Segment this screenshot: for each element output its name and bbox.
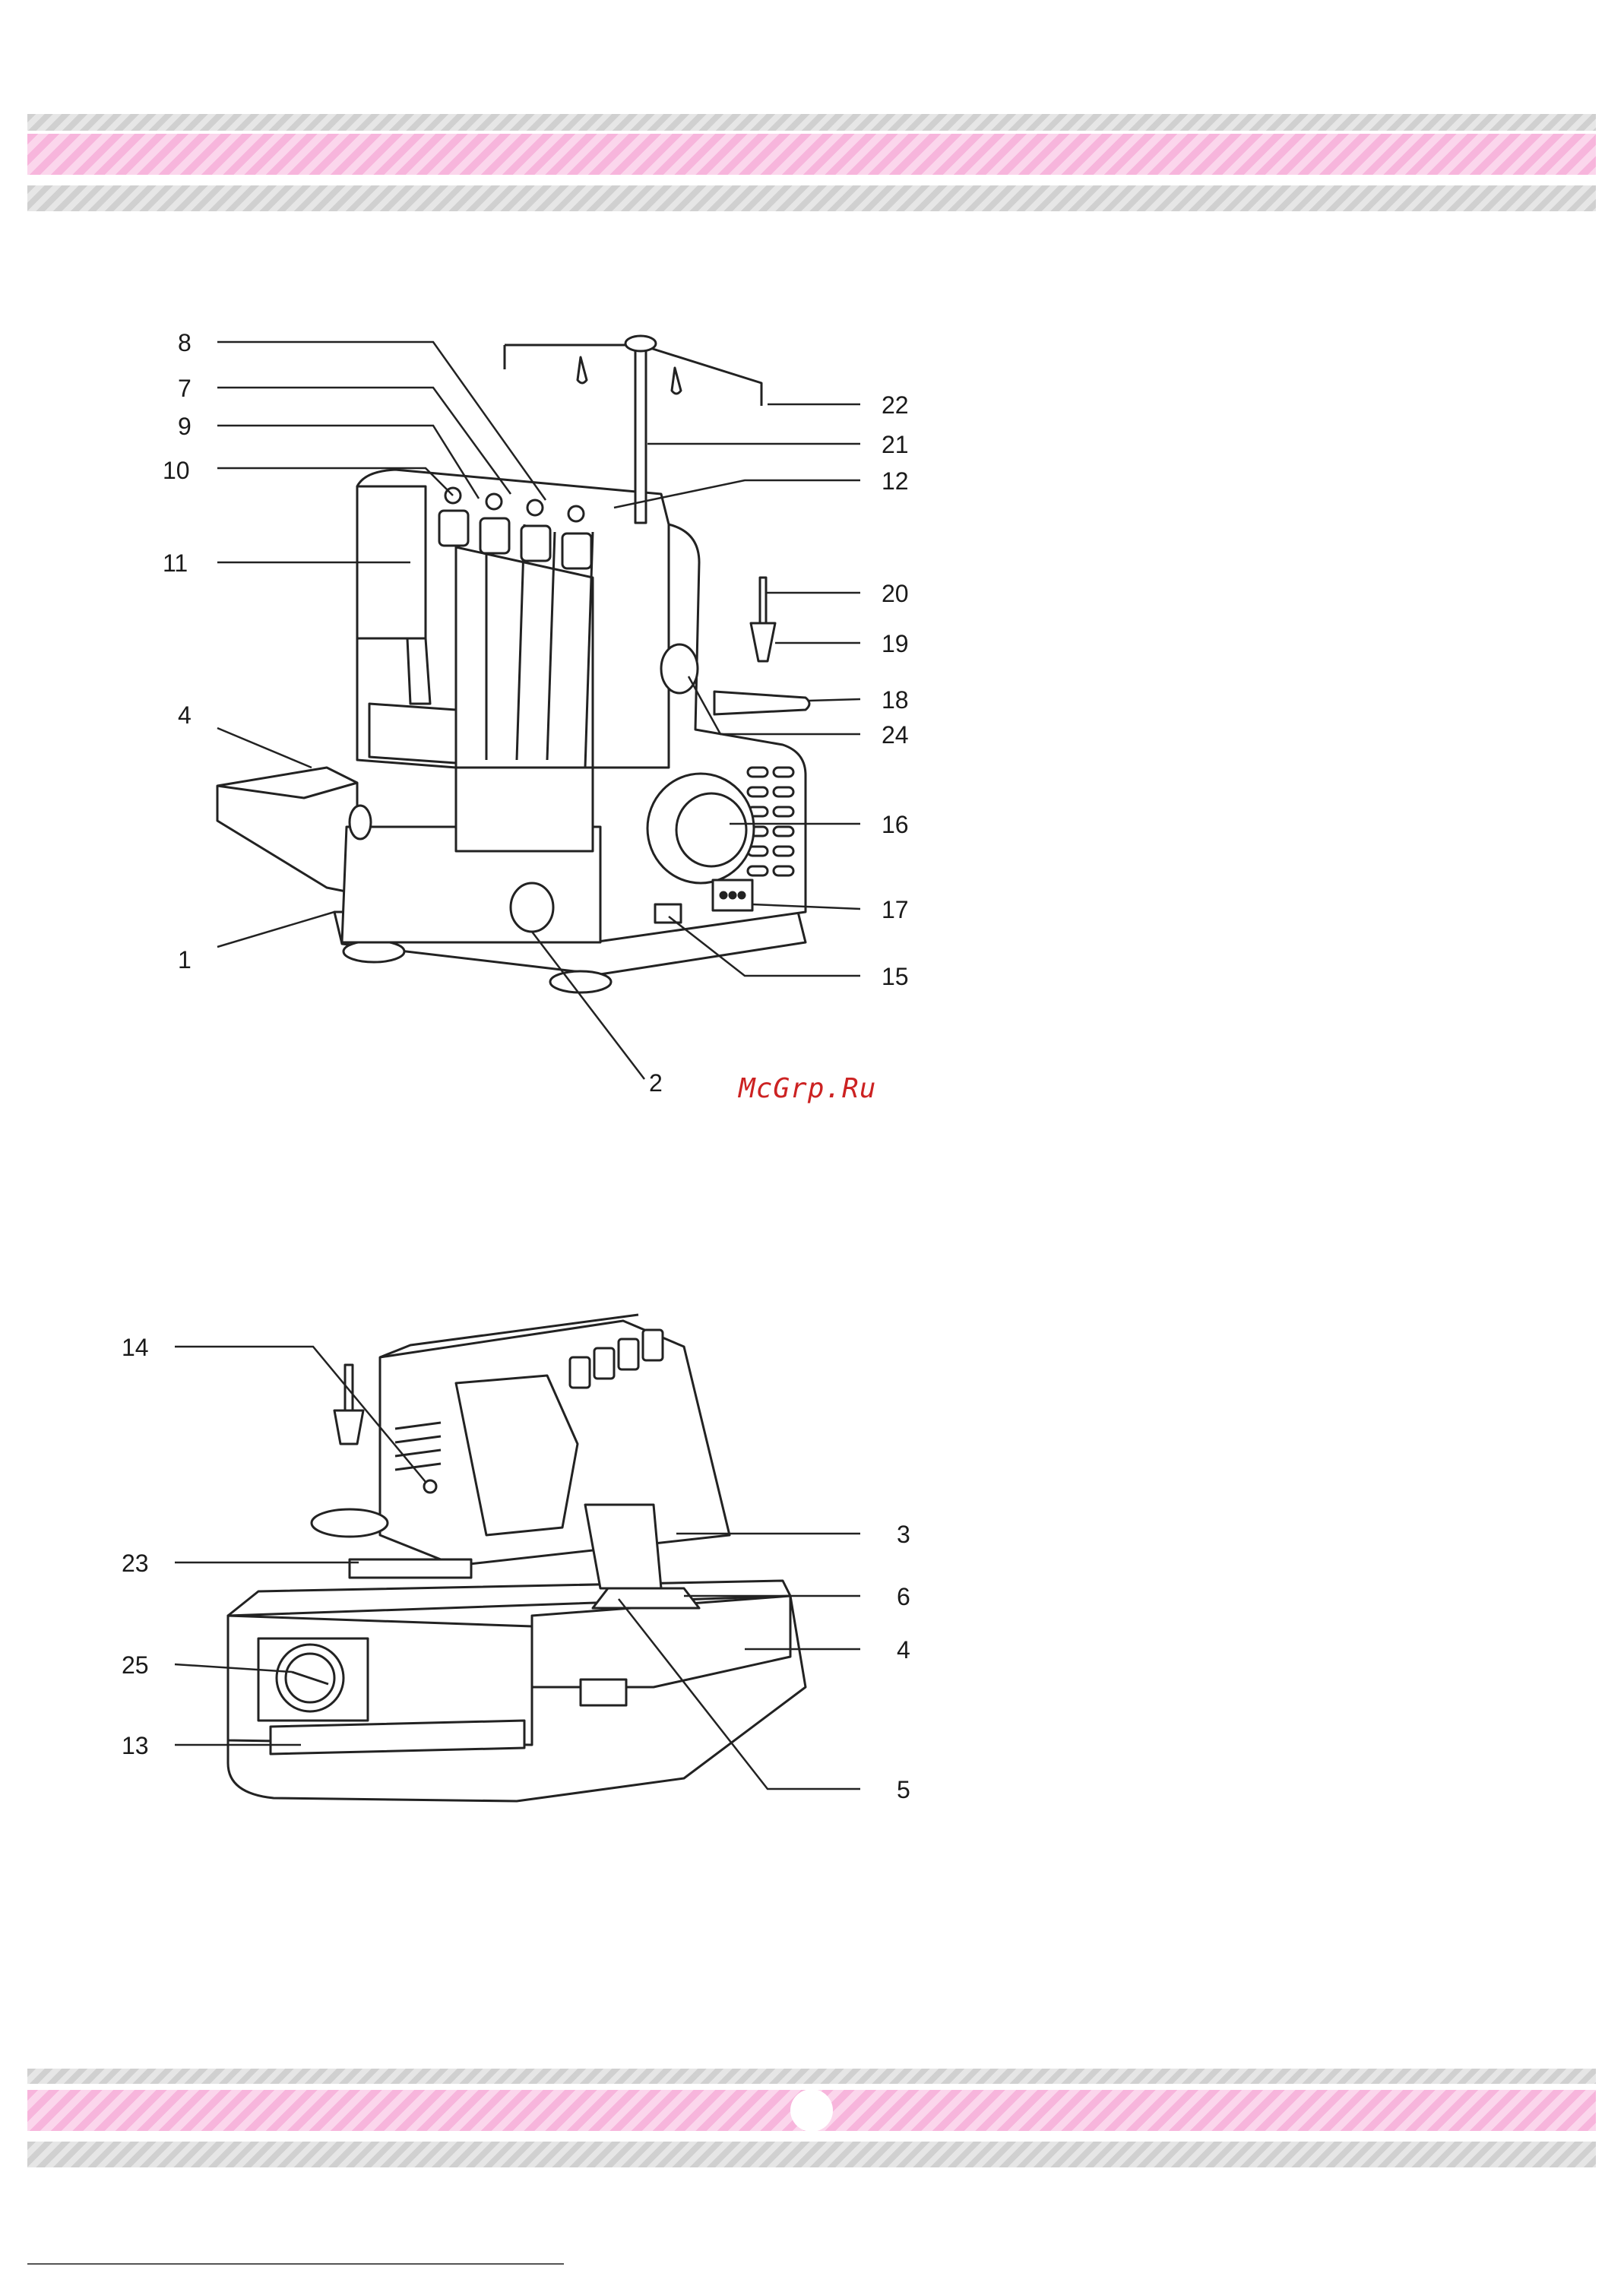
front-view-machine [217,336,809,993]
rear-spool-holder [312,1509,388,1537]
callout-11: 11 [163,549,188,577]
thread-stand-pole [635,344,646,523]
callout-8: 8 [178,329,192,356]
foot-right [550,971,611,993]
needle-clamp-cover [369,704,456,763]
watermark: McGrp.Ru [739,1073,876,1104]
callout-22: 22 [882,391,909,419]
callout-2: 2 [649,1069,663,1097]
free-arm [217,768,357,894]
stitch-length-knob [511,883,553,932]
needle-bar [407,638,430,704]
callout-4-front: 4 [178,701,192,729]
guide-hub [625,336,656,351]
differential-feed-knob [661,644,698,693]
callout-23: 23 [122,1550,149,1577]
callout-19: 19 [882,630,909,657]
callout-6: 6 [897,1583,910,1610]
callout-20: 20 [882,580,909,607]
rear-compartment [271,1721,524,1754]
rear-needle-area [585,1505,661,1588]
foot-left [343,941,404,962]
thread-guide-bar [505,345,761,406]
callout-14: 14 [122,1334,149,1361]
callout-21: 21 [882,431,909,458]
callout-10: 10 [163,457,190,484]
callout-16: 16 [882,811,909,838]
rear-thread-slot [350,1559,471,1578]
callout-18: 18 [882,686,909,714]
spool-cap [751,623,775,661]
callout-5: 5 [897,1776,910,1803]
cover-latch [581,1680,626,1705]
front-callouts: 8 7 9 10 11 4 1 2 22 21 12 20 19 18 24 1… [163,329,909,1097]
callout-7: 7 [178,375,192,402]
callout-1: 1 [178,946,192,974]
rear-spool-cap [334,1410,363,1444]
callout-24: 24 [882,721,909,749]
callout-13: 13 [122,1732,149,1759]
front-panel [456,768,593,851]
handwheel-inner [676,793,746,866]
callout-9: 9 [178,413,192,440]
spool-holder [714,692,809,714]
callout-12: 12 [882,467,909,495]
presser-screw [350,806,371,839]
rear-screw [424,1480,436,1493]
callout-25: 25 [122,1651,149,1679]
callout-15: 15 [882,963,909,990]
callout-3: 3 [897,1521,910,1548]
callout-17: 17 [882,896,909,923]
callout-4-rear: 4 [897,1636,910,1664]
power-switch [655,904,681,923]
rear-presser-foot [593,1588,699,1608]
